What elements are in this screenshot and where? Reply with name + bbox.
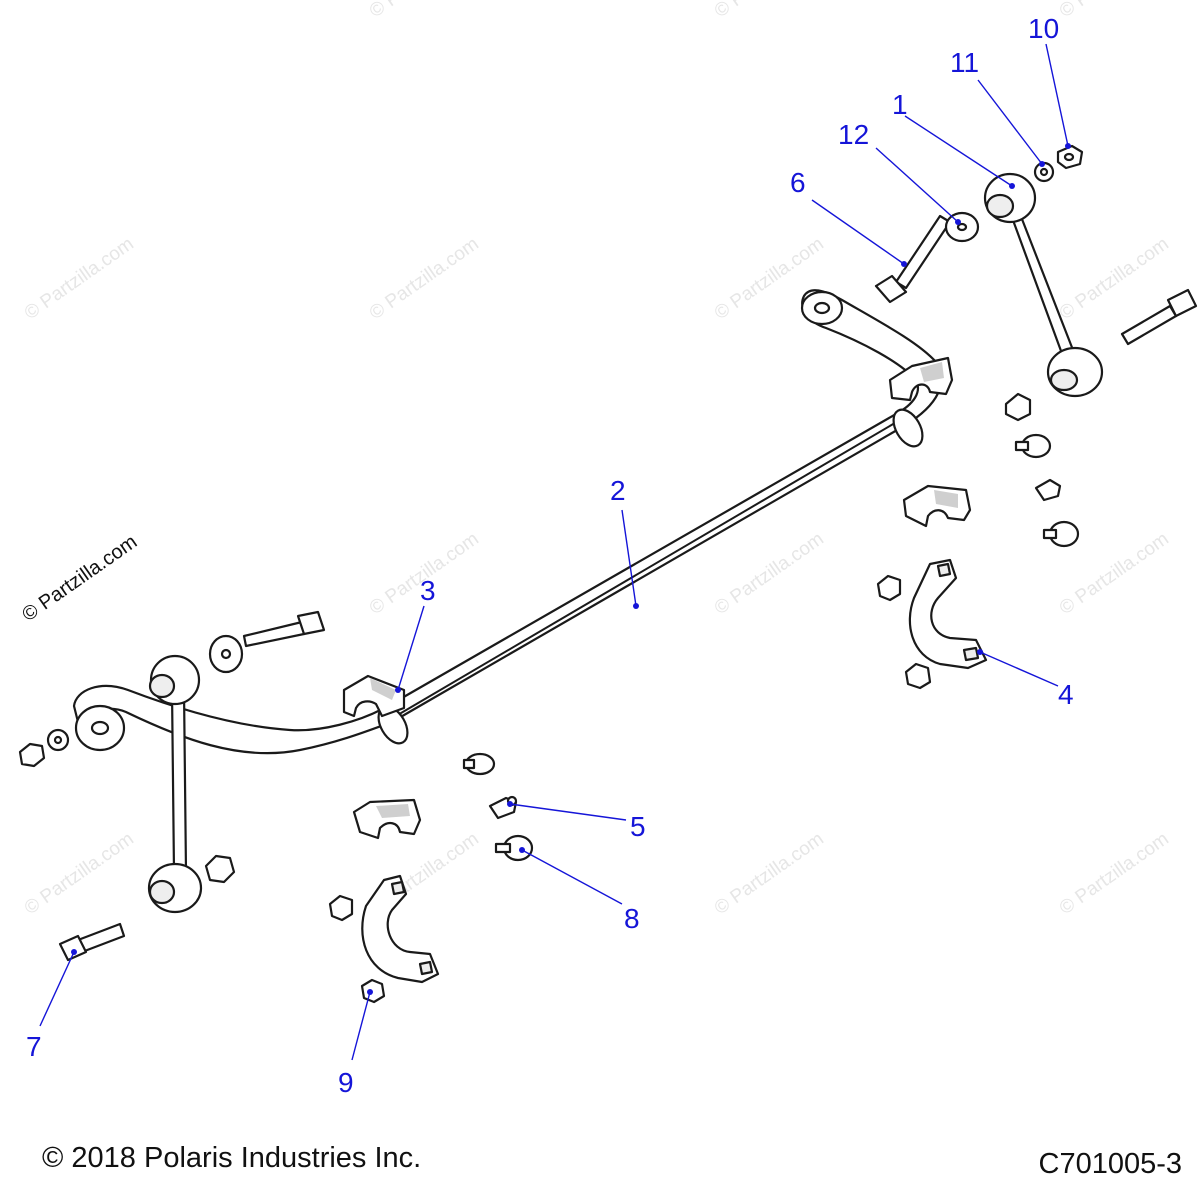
watermark: © Partzilla.com: [711, 528, 828, 619]
watermark: © Partzilla.com: [366, 233, 483, 324]
callout-label: 6: [790, 167, 806, 198]
callout-9[interactable]: 9: [338, 989, 373, 1098]
callout-label: 8: [624, 903, 640, 934]
callout-11[interactable]: 11: [950, 47, 1045, 167]
fitting-right: [1034, 478, 1062, 502]
washer-left-large: [208, 634, 244, 674]
watermark: © Partzilla.com: [1056, 828, 1173, 919]
clamp-left: [361, 874, 440, 984]
stabilizer-bar: [72, 289, 943, 755]
bolt-link-left: [242, 610, 326, 648]
washer-left-small: [46, 728, 70, 752]
bolt-link-right: [1120, 288, 1198, 346]
rivet-right-top: [1014, 433, 1052, 459]
nut-clamp-left-top: [328, 894, 354, 922]
watermark: © Partzilla.com: [711, 828, 828, 919]
nut-clamp-right-bottom: [904, 662, 932, 690]
link-rod-left: [147, 654, 203, 914]
copyright-notice: © 2018 Polaris Industries Inc.: [42, 1142, 422, 1174]
callout-label: 10: [1028, 13, 1059, 44]
watermark: © Partzilla.com: [711, 0, 828, 22]
washer-part-12: [944, 211, 980, 243]
callout-label: 7: [26, 1031, 42, 1062]
right-eye-hole: [813, 301, 831, 315]
nut-right-1: [1004, 392, 1032, 422]
rivet-part-8: [494, 834, 534, 862]
bolt-part-6: [874, 214, 952, 304]
watermark: © Partzilla.com: [1056, 233, 1173, 324]
watermark: © Partzilla.com: [21, 233, 138, 324]
callout-label: 9: [338, 1067, 354, 1098]
callout-10[interactable]: 10: [1028, 13, 1071, 149]
site-credit: © Partzilla.com: [18, 531, 141, 626]
bushing-left-bottom: [352, 798, 422, 840]
bushing-left-top: [342, 674, 406, 718]
callout-3[interactable]: 3: [395, 575, 436, 693]
callout-2[interactable]: 2: [610, 475, 639, 609]
callout-6[interactable]: 6: [790, 167, 907, 267]
callout-label: 5: [630, 811, 646, 842]
nut-link-bottom: [204, 854, 236, 884]
clamp-right: [908, 558, 988, 670]
callout-label: 2: [610, 475, 626, 506]
rivet-right-bottom: [1042, 520, 1080, 548]
nut-left: [18, 742, 46, 768]
watermark: © Partzilla.com: [366, 0, 483, 22]
bolt-part-7: [58, 922, 126, 962]
callout-4[interactable]: 4: [977, 649, 1074, 710]
link-rod-right: [983, 172, 1104, 398]
watermark-layer: © Partzilla.com © Partzilla.com © Partzi…: [21, 0, 1173, 919]
callout-label: 11: [950, 47, 979, 78]
callout-8[interactable]: 8: [519, 847, 640, 934]
callout-label: 3: [420, 575, 436, 606]
callout-label: 1: [892, 89, 908, 120]
bushing-right-bottom: [902, 484, 972, 528]
nut-part-9: [360, 978, 386, 1004]
diagram-id: C701005-3: [1038, 1148, 1183, 1180]
washer-part-11: [1033, 161, 1055, 183]
watermark: © Partzilla.com: [1056, 0, 1173, 22]
bushing-right-top: [888, 356, 954, 402]
callout-5[interactable]: 5: [507, 801, 646, 842]
callout-1[interactable]: 1: [892, 89, 1015, 189]
callout-12[interactable]: 12: [838, 119, 961, 225]
fitting-part-5: [488, 795, 518, 820]
rivet-left-top: [462, 752, 496, 776]
left-eye-hole: [90, 720, 110, 736]
callout-label: 12: [838, 119, 869, 150]
callout-7[interactable]: 7: [26, 949, 77, 1062]
nut-part-10: [1056, 144, 1084, 170]
callout-label: 4: [1058, 679, 1074, 710]
watermark: © Partzilla.com: [21, 828, 138, 919]
nut-clamp-right-top: [876, 574, 902, 602]
bar-collar-right: [892, 408, 924, 448]
